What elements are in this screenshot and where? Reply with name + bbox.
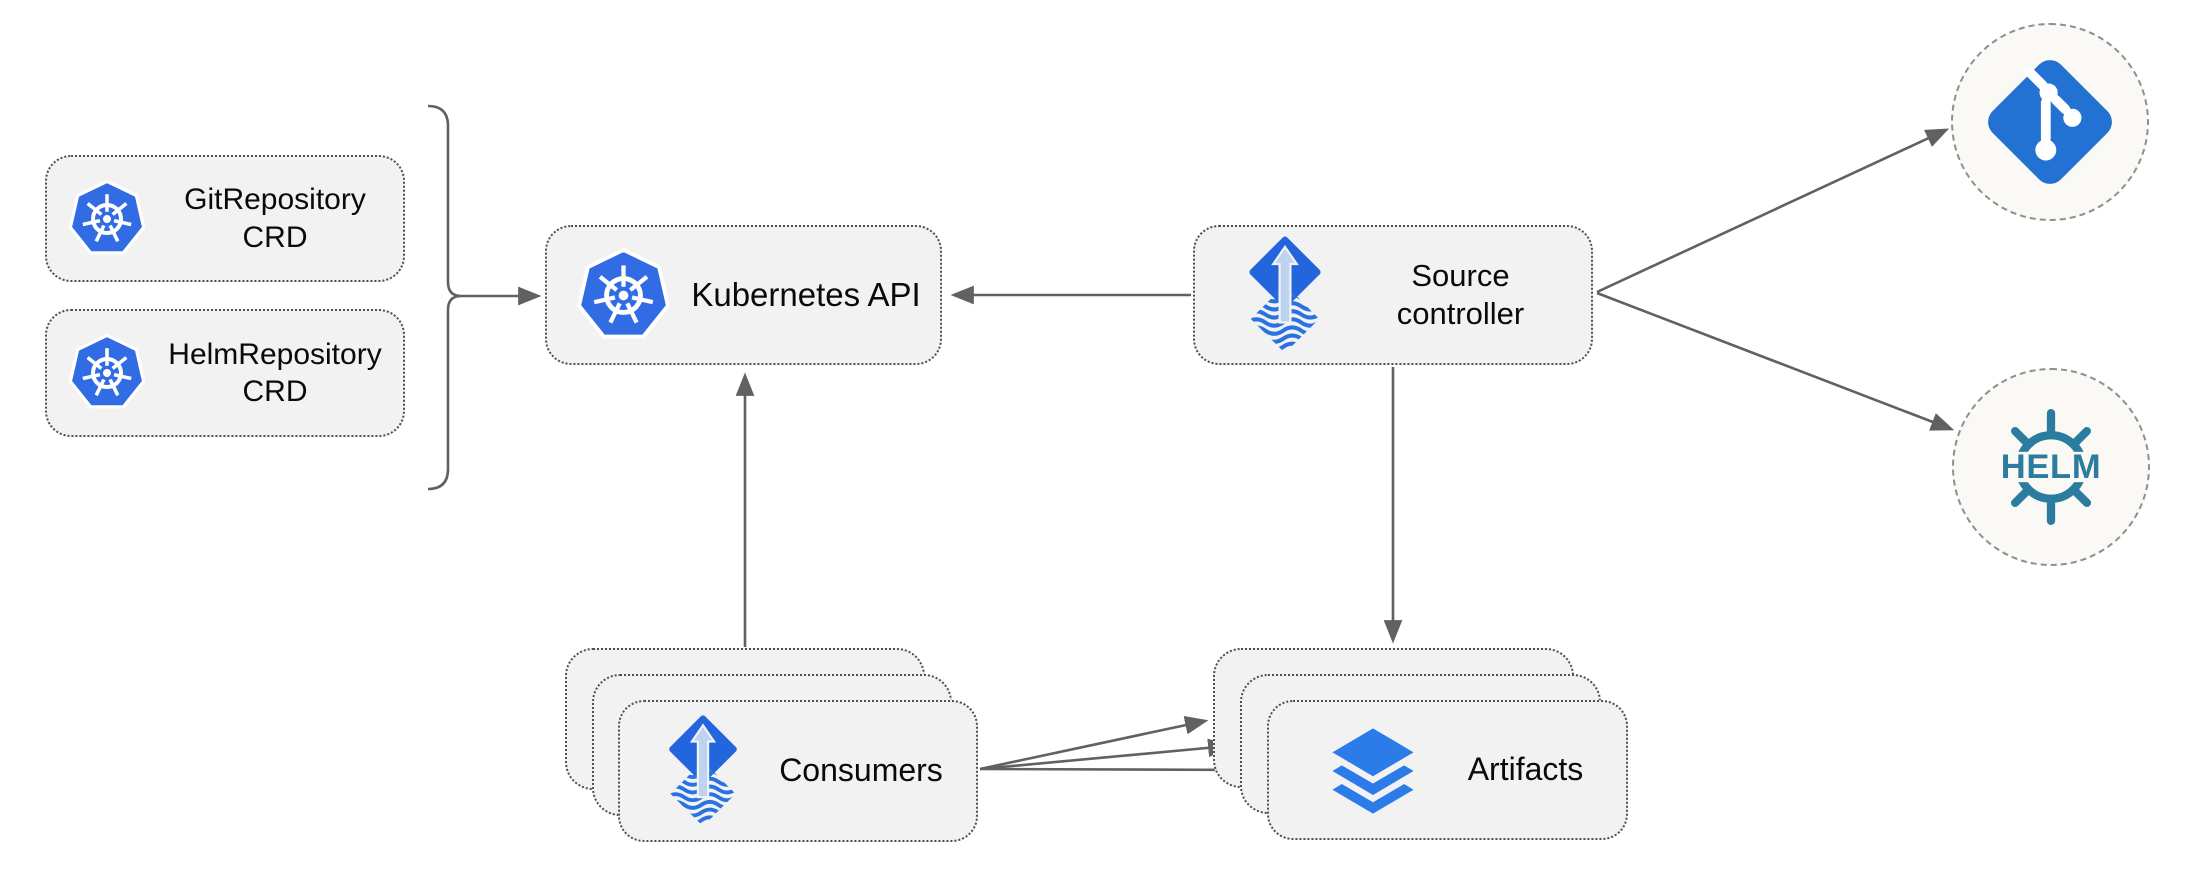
node-label: HelmRepository CRD — [168, 337, 382, 408]
node-label: Consumers — [779, 752, 943, 789]
node-kubernetes-api: Kubernetes API — [545, 225, 942, 365]
helm-wordmark: HELM — [2001, 448, 2102, 486]
node-source-controller: Source controller — [1193, 225, 1593, 365]
node-artifacts-stack: Artifacts — [1213, 648, 1628, 840]
node-git-remote — [1951, 23, 2149, 221]
node-helm-remote: HELM — [1952, 368, 2150, 566]
node-label: Source controller — [1396, 257, 1525, 331]
node-label: GitRepository CRD — [184, 183, 366, 254]
crd-group-bracket — [427, 104, 462, 491]
helm-icon: HELM — [1993, 409, 2109, 525]
node-helmrepository-crd: HelmRepository CRD — [45, 309, 405, 437]
edge-consumers-to-artifacts-2 — [979, 738, 1232, 771]
kubernetes-icon — [577, 247, 670, 338]
edge-source-to-helm — [1596, 291, 1955, 431]
node-artifacts: Artifacts — [1267, 700, 1628, 840]
git-icon — [1988, 60, 2112, 184]
kubernetes-icon — [68, 179, 146, 254]
node-gitrepository-crd: GitRepository CRD — [45, 155, 405, 282]
flux-icon — [1249, 236, 1321, 352]
flux-icon — [669, 714, 737, 825]
edge-consumers-to-artifacts-1 — [979, 715, 1209, 771]
layers-icon — [1332, 728, 1414, 814]
node-consumers: Consumers — [618, 700, 978, 842]
node-consumers-stack: Consumers — [565, 648, 978, 842]
edge-source-to-git — [1596, 128, 1950, 294]
node-label: Kubernetes API — [691, 275, 921, 313]
node-label: Artifacts — [1467, 751, 1584, 788]
kubernetes-icon — [68, 333, 146, 409]
